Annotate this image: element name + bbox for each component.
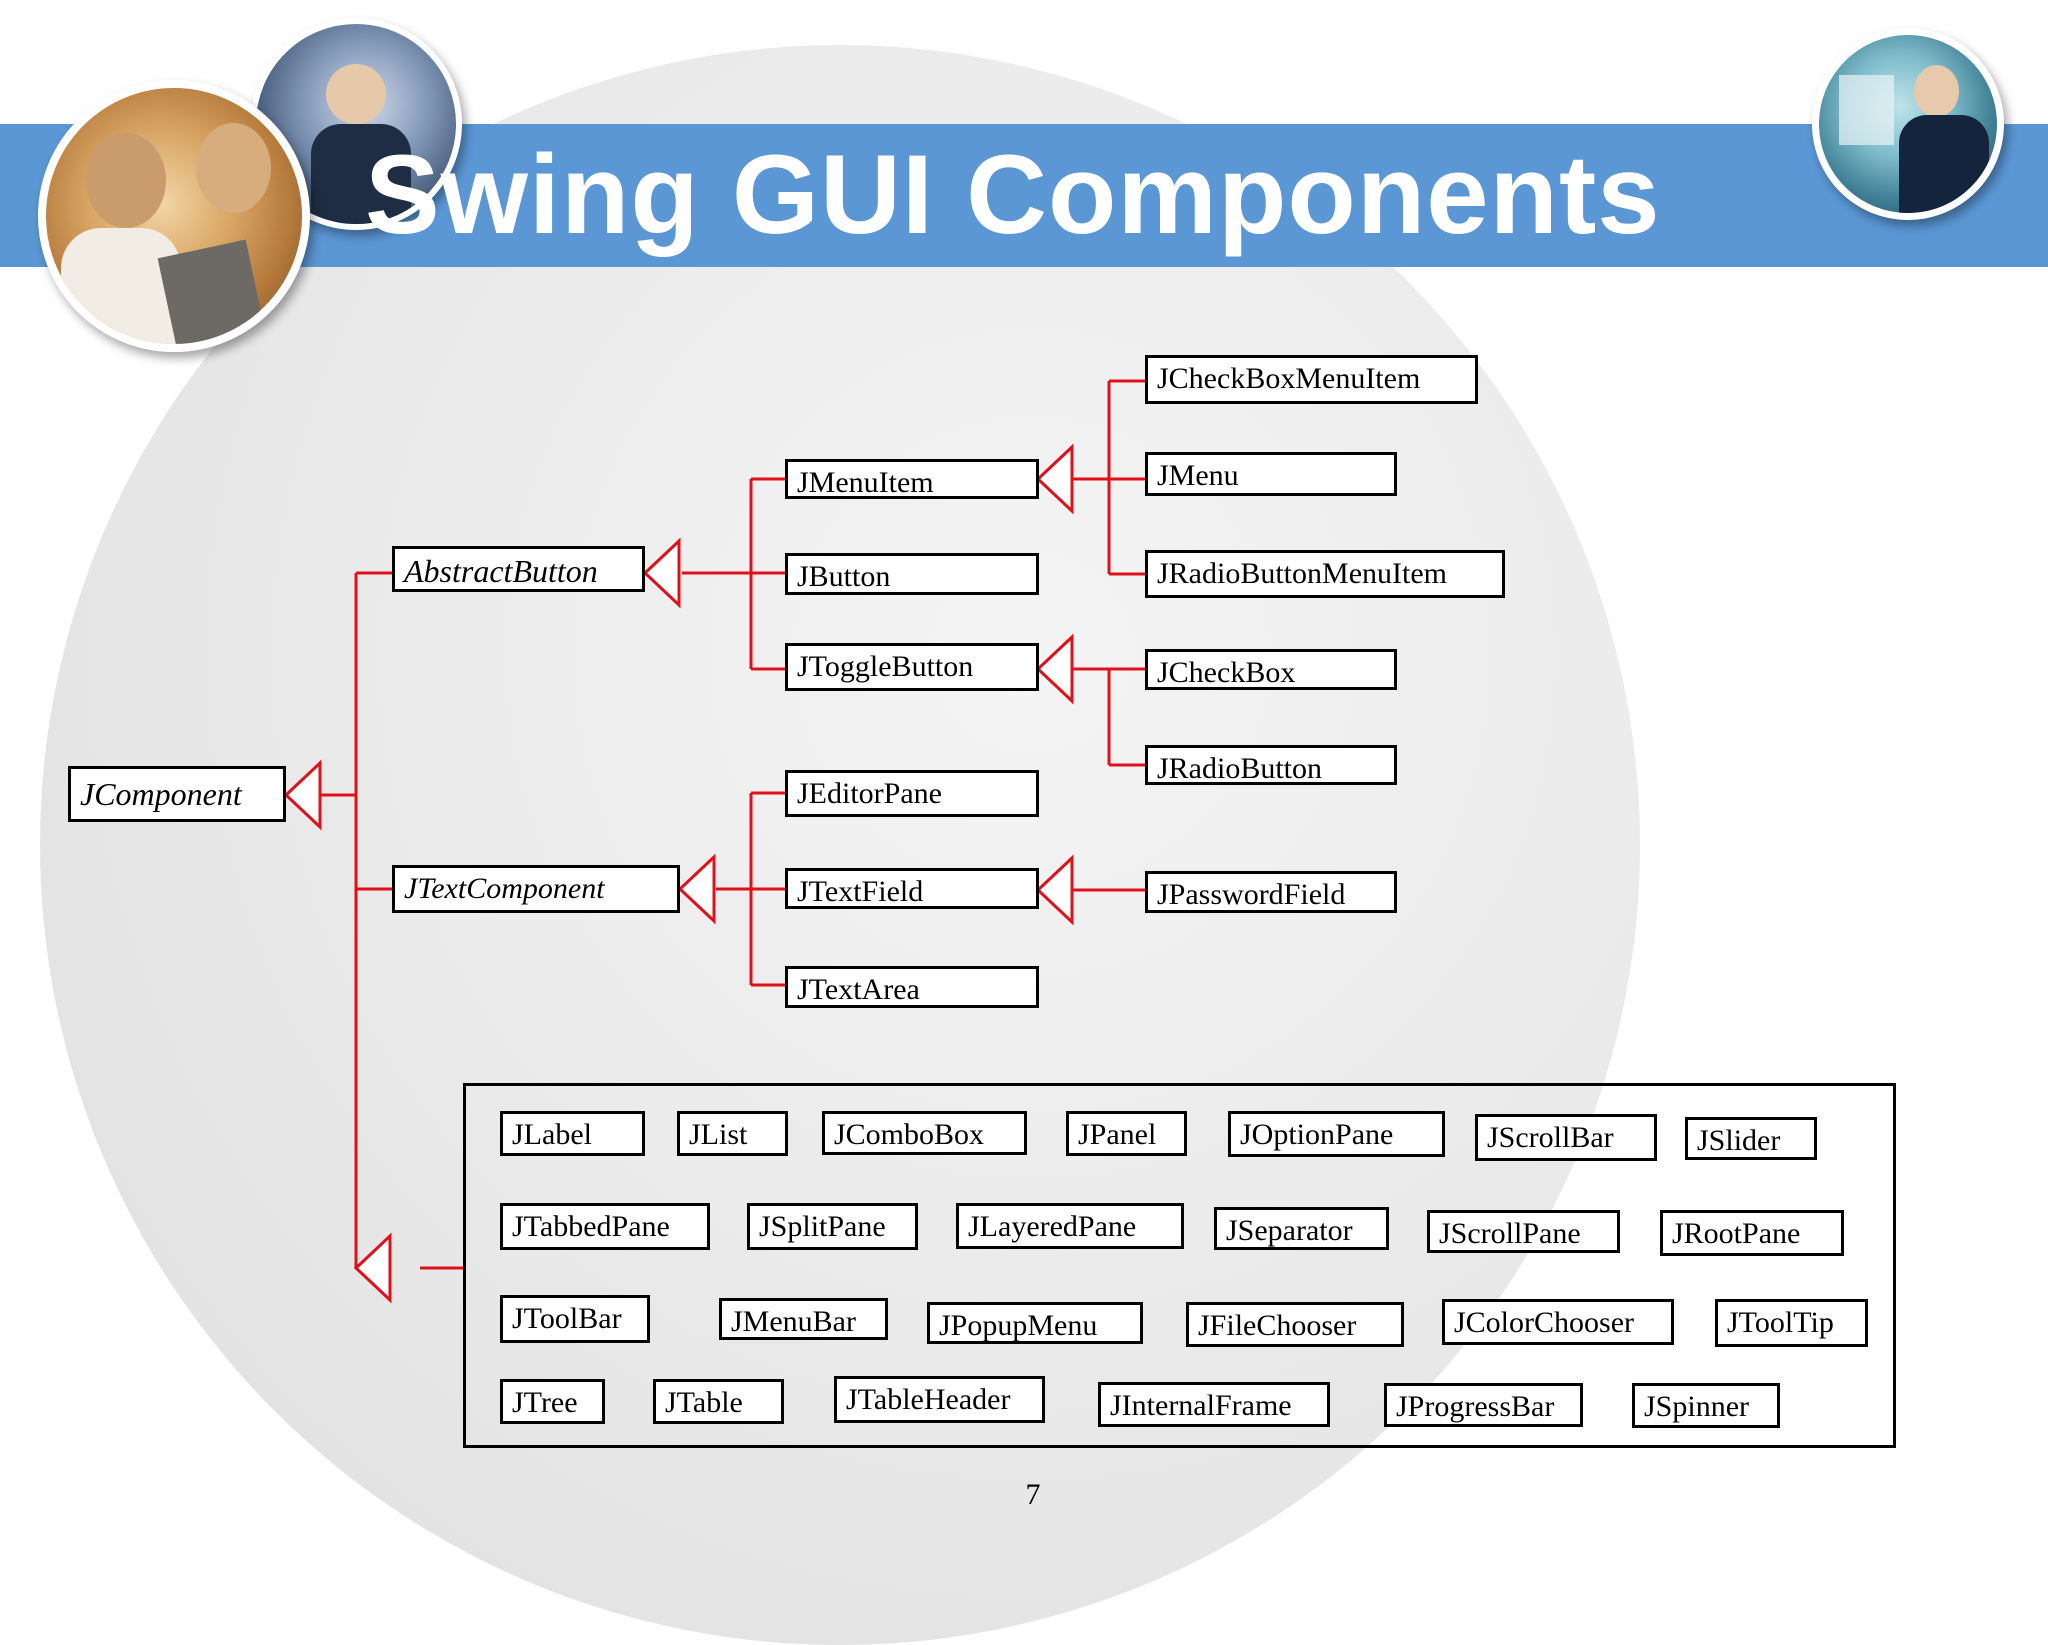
class-box-jfilechooser: JFileChooser xyxy=(1186,1302,1404,1347)
class-box-jprogressbar: JProgressBar xyxy=(1384,1383,1583,1427)
class-box-jseparator: JSeparator xyxy=(1214,1207,1389,1250)
class-box-jlayeredpane: JLayeredPane xyxy=(956,1203,1184,1249)
class-box-jtextarea: JTextArea xyxy=(785,966,1039,1008)
inherit-arrow-jtogglebutton xyxy=(1035,633,1074,705)
class-box-jscrollpane: JScrollPane xyxy=(1427,1210,1620,1253)
class-box-jtextfield: JTextField xyxy=(785,868,1039,909)
class-box-joptionpane: JOptionPane xyxy=(1228,1111,1445,1157)
inherit-arrow-jcomponent xyxy=(283,759,322,831)
class-box-jpasswordfield: JPasswordField xyxy=(1145,871,1397,913)
class-box-jtextcomponent: JTextComponent xyxy=(392,865,680,913)
class-box-jtableheader: JTableHeader xyxy=(834,1376,1045,1423)
class-box-jspinner: JSpinner xyxy=(1632,1383,1780,1428)
class-box-jinternalframe: JInternalFrame xyxy=(1098,1382,1330,1427)
class-box-jpopupmenu: JPopupMenu xyxy=(927,1302,1143,1344)
class-box-jpanel: JPanel xyxy=(1066,1111,1187,1156)
class-box-jrootpane: JRootPane xyxy=(1660,1210,1844,1256)
inherit-arrow-jtextcomponent xyxy=(677,853,716,925)
class-box-jtabbedpane: JTabbedPane xyxy=(500,1203,710,1250)
class-box-jeditorpane: JEditorPane xyxy=(785,770,1039,817)
inherit-arrow-group xyxy=(353,1232,392,1304)
class-box-jsplitpane: JSplitPane xyxy=(747,1203,918,1250)
class-box-jtogglebutton: JToggleButton xyxy=(785,643,1039,691)
other-components-frame xyxy=(463,1083,1896,1448)
presenter-photo xyxy=(1812,28,2004,220)
class-box-abstractbutton: AbstractButton xyxy=(392,546,645,592)
class-box-jscrollbar: JScrollBar xyxy=(1475,1114,1657,1161)
class-box-jcheckbox: JCheckBox xyxy=(1145,649,1397,690)
inherit-arrow-jtextfield xyxy=(1035,854,1074,926)
class-box-jtree: JTree xyxy=(500,1379,605,1424)
class-box-jradiobutton: JRadioButton xyxy=(1145,745,1397,785)
class-box-jcheckboxmenuitem: JCheckBoxMenuItem xyxy=(1145,355,1478,404)
class-box-jbutton: JButton xyxy=(785,553,1039,595)
class-box-jtoolbar: JToolBar xyxy=(500,1295,650,1343)
class-box-jslider: JSlider xyxy=(1685,1117,1817,1160)
inherit-arrow-jmenuitem xyxy=(1035,443,1074,515)
slide-title: Swing GUI Components xyxy=(365,132,1661,257)
class-box-jtooltip: JToolTip xyxy=(1715,1299,1868,1347)
class-box-jlabel: JLabel xyxy=(500,1111,645,1156)
class-box-jtable: JTable xyxy=(653,1379,784,1424)
class-box-jmenubar: JMenuBar xyxy=(719,1298,888,1340)
class-box-jmenu: JMenu xyxy=(1145,452,1397,496)
class-box-jmenuitem: JMenuItem xyxy=(785,459,1039,499)
class-box-jlist: JList xyxy=(677,1111,788,1156)
page-number: 7 xyxy=(1025,1478,1041,1511)
class-box-jradiobuttonmenuitem: JRadioButtonMenuItem xyxy=(1145,550,1505,598)
class-box-jcombobox: JComboBox xyxy=(822,1111,1027,1155)
class-box-jcomponent: JComponent xyxy=(68,766,286,822)
inherit-arrow-abstractbutton xyxy=(642,537,681,609)
business-meeting-photo xyxy=(38,80,310,352)
inheritance-connectors xyxy=(283,379,1145,1304)
class-box-jcolorchooser: JColorChooser xyxy=(1442,1299,1674,1345)
